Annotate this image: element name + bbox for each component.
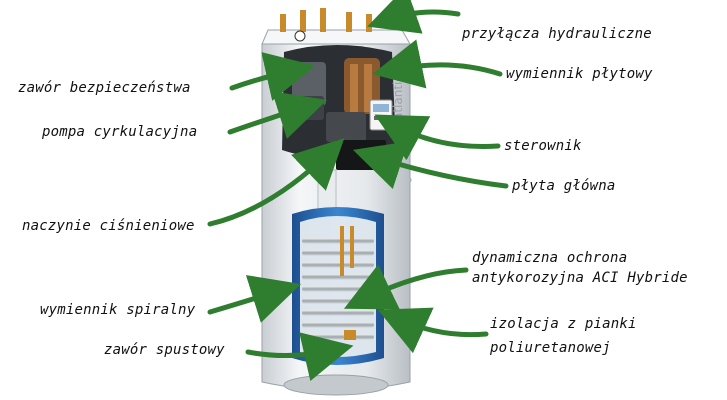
- label-circulation-pump: pompa cyrkulacyjna: [42, 124, 198, 140]
- arrow-aci: [343, 264, 469, 310]
- label-main-board: płyta główna: [512, 178, 616, 194]
- arrow-drain-valve: [245, 332, 354, 382]
- label-insulation-line1: izolacja z pianki: [490, 316, 637, 332]
- label-aci-line1: dynamiczna ochrona: [472, 250, 628, 266]
- arrow-safety-valve: [229, 52, 316, 101]
- label-drain-valve: zawór spustowy: [104, 342, 225, 358]
- arrow-circulation-pump: [227, 91, 328, 139]
- controller-unit: [369, 99, 393, 131]
- arrow-hydraulic: [367, 0, 461, 34]
- callout-arrows: [207, 0, 509, 382]
- label-insulation-line2: poliuretanowej: [490, 340, 611, 356]
- arrow-controller: [374, 114, 501, 161]
- arrow-spiral-exchanger: [207, 275, 302, 323]
- arrow-insulation: [377, 307, 489, 354]
- arrow-pressure-vessel: [207, 138, 345, 227]
- label-controller: sterownik: [504, 138, 582, 154]
- label-hydraulic-connections: przyłącza hydrauliczne: [462, 26, 652, 42]
- label-aci-line2: antykorozyjna ACI Hybride: [472, 270, 688, 286]
- label-safety-valve: zawór bezpieczeństwa: [18, 80, 191, 96]
- label-plate-exchanger: wymiennik płytowy: [506, 66, 653, 82]
- brand-mark: atlantic: [391, 75, 405, 120]
- arrow-plate-exchanger: [372, 39, 503, 89]
- arrow-main-board: [352, 141, 509, 190]
- label-pressure-vessel: naczynie ciśnieniowe: [22, 218, 195, 234]
- label-spiral-exchanger: wymiennik spiralny: [40, 302, 196, 318]
